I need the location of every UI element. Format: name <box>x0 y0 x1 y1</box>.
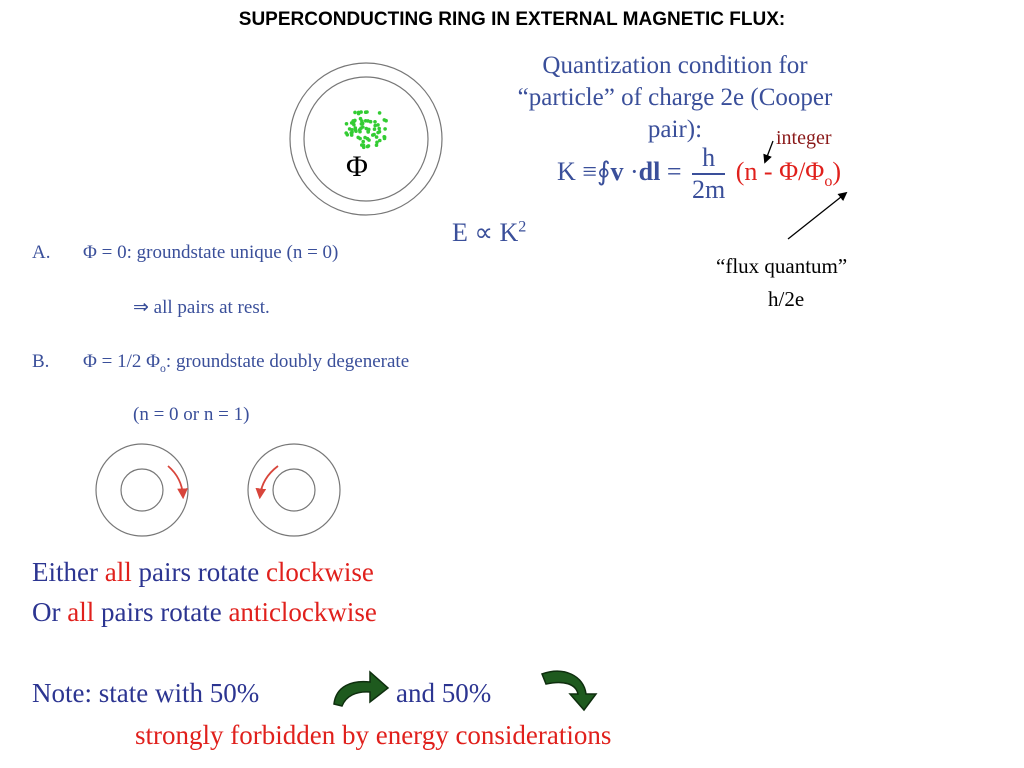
flux-dot <box>373 120 377 124</box>
annotation-arrows <box>763 140 848 240</box>
outer-ring <box>289 62 443 216</box>
either-w3: pairs rotate <box>138 557 260 587</box>
eq-fraction: h 2m <box>692 143 726 205</box>
note-prefix: Note: state with 50% <box>32 678 260 708</box>
or-line: Or all pairs rotate anticlockwise <box>32 595 377 629</box>
flux-dot <box>358 136 362 141</box>
either-w1: Either <box>32 557 98 587</box>
or-w1: Or <box>32 597 61 627</box>
flux-dot <box>344 131 348 135</box>
eq-v: v <box>610 156 624 186</box>
eq-paren-sub: o <box>824 173 833 191</box>
eq-lhs: K ≡∮ <box>557 156 611 186</box>
eq-dl: dl <box>638 156 661 186</box>
flux-quantum-label: “flux quantum” <box>716 254 848 278</box>
clockwise-curved-arrow-icon <box>541 670 598 712</box>
flux-dot <box>373 123 377 128</box>
phi-symbol: Φ <box>346 150 368 183</box>
case-b-text: Φ = 1/2 Φo: groundstate doubly degenerat… <box>83 351 409 376</box>
quantization-line-1: Quantization condition for <box>542 52 808 79</box>
flux-dot <box>359 122 364 126</box>
forbidden-line: strongly forbidden by energy considerati… <box>135 720 612 750</box>
energy-exponent: 2 <box>518 218 527 236</box>
eq-frac-den: 2m <box>692 175 726 204</box>
flux-dot <box>358 129 362 134</box>
flux-dot <box>366 119 370 123</box>
flux-dot <box>375 140 379 145</box>
or-w3: pairs rotate <box>101 597 222 627</box>
anticlockwise-curved-arrow-icon <box>333 670 390 707</box>
flux-dot <box>365 136 370 141</box>
page-title: SUPERCONDUCTING RING IN EXTERNAL MAGNETI… <box>238 9 786 30</box>
or-w4: anticlockwise <box>228 597 377 627</box>
flux-dot <box>382 118 387 122</box>
flux-dot <box>352 122 356 127</box>
flux-dot <box>372 127 377 131</box>
quantization-text: Quantization condition for “particle” of… <box>470 50 880 146</box>
quantization-line-2: “particle” of charge 2e (Cooper <box>517 84 833 111</box>
case-b-letter: B. <box>32 351 50 372</box>
flux-dot <box>364 126 369 131</box>
flux-dots <box>344 110 388 150</box>
clockwise-ring <box>95 443 189 537</box>
flux-dot <box>377 126 381 131</box>
anticlockwise-arrow <box>255 465 279 500</box>
flux-dot <box>378 138 382 143</box>
case-a-implication: ⇒ all pairs at rest. <box>133 297 270 318</box>
clockwise-arrow <box>167 465 188 500</box>
case-a-text: Φ = 0: groundstate unique (n = 0) <box>83 242 339 263</box>
flux-dot <box>361 139 365 144</box>
flux-quantum-arrow <box>787 191 848 240</box>
either-line: Either all pairs rotate clockwise <box>32 555 374 589</box>
flux-quantum-value: h/2e <box>768 287 805 311</box>
flux-dot <box>366 144 371 148</box>
inner-ring <box>303 76 429 202</box>
anticlockwise-ring <box>247 443 341 537</box>
flux-dot <box>359 110 363 114</box>
flux-dot <box>353 128 358 132</box>
flux-dot <box>353 110 357 115</box>
flux-dot <box>358 116 363 121</box>
flux-dot <box>371 133 375 137</box>
energy-base: E ∝ K <box>452 218 519 247</box>
case-a-letter: A. <box>32 242 51 263</box>
eq-paren: (n - Φ/Φo) <box>735 156 842 190</box>
flux-dot <box>376 130 380 135</box>
flux-dot <box>359 126 363 130</box>
either-w4: clockwise <box>265 557 374 587</box>
case-b-text-post: : groundstate doubly degenerate <box>165 351 410 372</box>
eq-dot: · <box>623 156 639 186</box>
flux-dot <box>361 145 366 150</box>
flux-dot <box>344 122 349 126</box>
energy-relation: E ∝ K2 <box>452 218 526 248</box>
eq-equals: = <box>660 156 682 186</box>
integer-arrow <box>763 140 774 164</box>
superconducting-ring-diagram <box>289 62 443 216</box>
case-b-note: (n = 0 or n = 1) <box>133 404 250 425</box>
flux-dot <box>374 143 379 147</box>
eq-paren-close: ) <box>832 156 842 186</box>
degenerate-rings-diagram <box>95 443 341 537</box>
flux-dot <box>382 136 387 141</box>
or-w2: all <box>67 597 95 627</box>
eq-frac-num: h <box>692 143 726 175</box>
either-w2: all <box>104 557 132 587</box>
flux-dot <box>351 119 355 123</box>
case-b-text-sub: o <box>160 361 166 375</box>
case-b-text-pre: Φ = 1/2 Φ <box>83 351 161 372</box>
flux-dot <box>374 135 379 139</box>
note-mid: and 50% <box>396 678 492 708</box>
quantization-equation: K ≡∮v ·dl = h 2m (n - Φ/Φo) <box>557 143 841 205</box>
integer-label: integer <box>776 127 832 149</box>
flux-dot <box>363 110 368 114</box>
flux-dot <box>350 128 354 132</box>
flux-dot <box>377 111 382 115</box>
eq-paren-main: (n - Φ/Φ <box>735 156 825 186</box>
flux-dot <box>383 127 387 131</box>
quantization-line-3: pair): <box>647 116 703 143</box>
flux-dot <box>376 123 380 127</box>
